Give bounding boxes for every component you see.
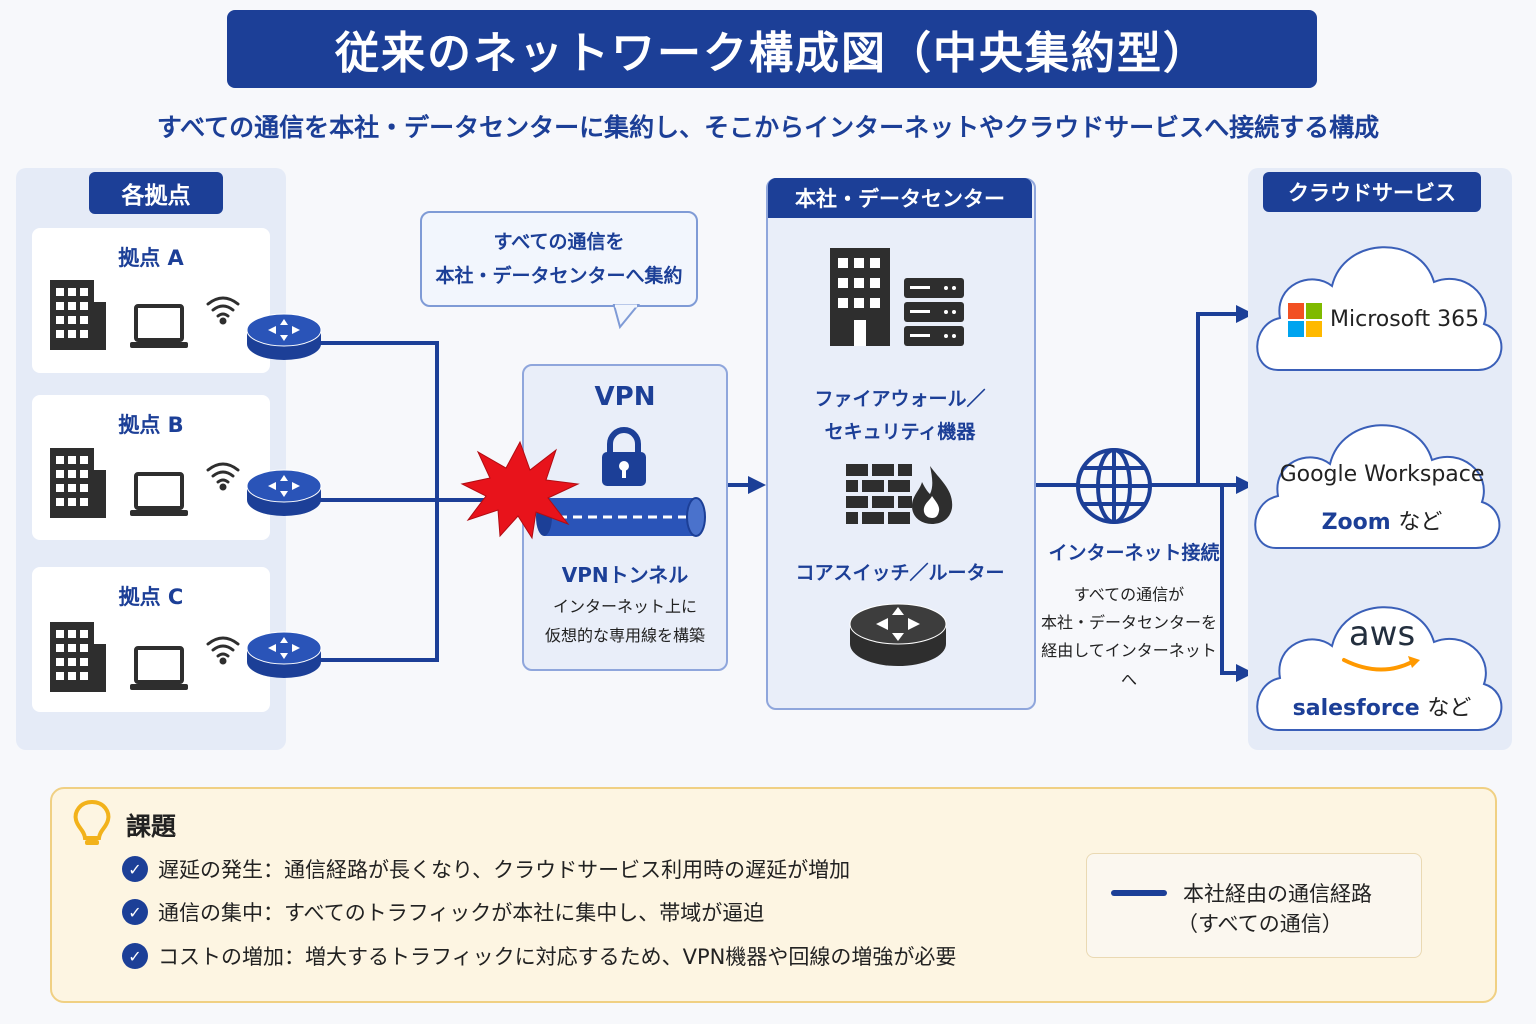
server-building-icon xyxy=(830,248,964,346)
legend-box: 本社経由の通信経路 （すべての通信） xyxy=(1086,853,1422,958)
callout-line2: 本社・データセンターへ集約 xyxy=(435,265,683,287)
issue-text: 遅延の発生：通信経路が長くなり、クラウドサービス利用時の遅延が増加 xyxy=(158,858,851,882)
issues-header: 課題 xyxy=(126,812,177,841)
core-switch-label: コアスイッチ／ルーター xyxy=(795,562,1005,584)
page-title: 従来のネットワーク構成図（中央集約型） xyxy=(227,10,1317,88)
wifi-icon xyxy=(206,296,240,325)
vpn-desc-line2: 仮想的な専用線を構築 xyxy=(544,626,705,645)
issue-item: ✓ 遅延の発生：通信経路が長くなり、クラウドサービス利用時の遅延が増加 xyxy=(122,854,850,884)
check-icon: ✓ xyxy=(122,856,148,882)
building-icon xyxy=(50,622,106,692)
vpn-tunnel-label: VPNトンネル xyxy=(561,563,689,587)
firewall-label-line1: ファイアウォール／ xyxy=(814,388,986,410)
site-b-icons xyxy=(50,448,322,518)
router-icon xyxy=(246,631,322,679)
internet-desc-line3: 経由してインターネットへ xyxy=(1041,641,1217,689)
arrow-head xyxy=(1236,476,1254,494)
vpn-desc-line1: インターネット上に xyxy=(552,597,697,616)
legend-line1: 本社経由の通信経路 xyxy=(1183,882,1372,906)
building-icon xyxy=(50,280,106,350)
zoom-row: Zoom など xyxy=(1262,504,1502,536)
callout-line1: すべての通信を xyxy=(493,231,625,253)
check-icon: ✓ xyxy=(122,943,148,969)
firewall-icon xyxy=(846,464,953,524)
internet-desc-line2: 本社・データセンターを xyxy=(1040,613,1217,632)
wifi-icon xyxy=(206,636,240,665)
zoom-suffix: など xyxy=(1398,510,1443,535)
zoom-label: Zoom xyxy=(1321,510,1391,535)
lock-icon xyxy=(602,427,646,486)
laptop-icon xyxy=(128,304,190,350)
issue-text: コストの増加：増大するトラフィックに対応するため、VPN機器や回線の増強が必要 xyxy=(158,945,957,969)
alert-burst-icon xyxy=(460,440,580,540)
internet-label: インターネット接続 xyxy=(1048,542,1220,564)
site-a-icons xyxy=(50,280,322,361)
vpn-tunnel-icon xyxy=(536,497,706,537)
issue-item: ✓ 通信の集中：すべてのトラフィックが本社に集中し、帯域が逼迫 xyxy=(122,897,764,927)
arrow-head xyxy=(1236,664,1254,682)
salesforce-row: salesforce など xyxy=(1262,690,1502,722)
cloud-header: クラウドサービス xyxy=(1263,172,1481,212)
issue-item: ✓ コストの増加：増大するトラフィックに対応するため、VPN機器や回線の増強が必… xyxy=(122,941,956,971)
internet-desc-line1: すべての通信が xyxy=(1073,585,1185,604)
issue-text: 通信の集中：すべてのトラフィックが本社に集中し、帯域が逼迫 xyxy=(158,901,765,925)
callout-tail xyxy=(612,304,641,330)
site-icons xyxy=(50,280,322,692)
legend-line2: （すべての通信） xyxy=(1177,912,1343,936)
callout-bubble: すべての通信を 本社・データセンターへ集約 xyxy=(420,211,698,307)
to-ms-line xyxy=(1150,312,1238,487)
laptop-icon xyxy=(128,646,190,692)
page-subtitle: すべての通信を本社・データセンターに集約し、そこからインターネットやクラウドサー… xyxy=(156,113,1380,142)
aws-smile-icon xyxy=(1342,656,1420,672)
aws-logo-text: aws xyxy=(1348,614,1416,654)
arrow-head xyxy=(748,476,766,494)
vpn-title: VPN xyxy=(594,382,656,412)
building-icon xyxy=(50,448,106,518)
laptop-icon xyxy=(128,472,190,518)
microsoft-365-label: Microsoft 365 xyxy=(1330,307,1480,332)
router-icon xyxy=(246,469,322,517)
microsoft-logo-icon xyxy=(1288,303,1322,337)
datacenter-header: 本社・データセンター xyxy=(768,178,1032,218)
issues-box xyxy=(50,787,1497,1003)
sites-header: 各拠点 xyxy=(89,172,223,214)
site-label: 拠点 C xyxy=(118,585,184,609)
core-router-icon xyxy=(849,603,947,666)
salesforce-label: salesforce xyxy=(1292,696,1420,721)
firewall-label-line2: セキュリティ機器 xyxy=(824,421,976,443)
site-label: 拠点 B xyxy=(118,413,184,437)
salesforce-suffix: など xyxy=(1427,696,1472,721)
check-icon: ✓ xyxy=(122,899,148,925)
site-label: 拠点 A xyxy=(118,246,184,270)
site-c-icons xyxy=(50,622,322,692)
legend-line-swatch xyxy=(1111,890,1167,896)
globe-icon xyxy=(1076,448,1152,524)
to-aws-line xyxy=(1198,483,1238,675)
router-icon xyxy=(246,313,322,361)
wifi-icon xyxy=(206,462,240,491)
arrow-head xyxy=(1236,305,1254,323)
google-workspace-label: Google Workspace xyxy=(1279,462,1485,487)
lightbulb-icon xyxy=(73,799,111,845)
